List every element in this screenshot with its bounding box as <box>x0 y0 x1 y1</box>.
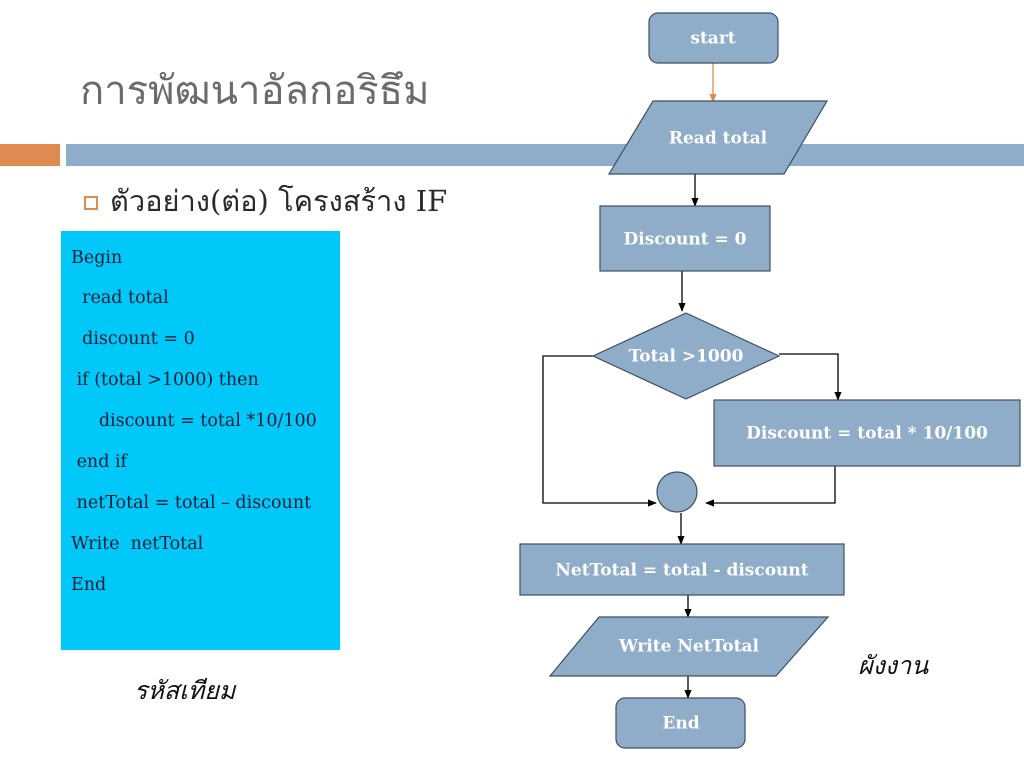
discount-calc-label: Discount = total * 10/100 <box>746 424 988 444</box>
discount-init-process <box>599 205 771 272</box>
end-label: End <box>662 714 699 734</box>
pseudocode-line: Begin <box>71 248 123 268</box>
net-total-process <box>519 543 845 596</box>
pseudocode-caption: รหัสเทียม <box>134 676 236 705</box>
write-nettotal-label: Write NetTotal <box>618 637 759 657</box>
accent-bar <box>0 144 60 166</box>
read-total-io <box>607 100 829 175</box>
decision-diamond <box>591 312 781 400</box>
start-terminator <box>648 12 779 64</box>
pseudocode-line: End <box>71 575 107 595</box>
end-terminator <box>615 697 746 749</box>
start-label: start <box>690 29 735 49</box>
pseudocode-line: end if <box>71 452 128 472</box>
edge-decision-true-branch <box>779 353 842 401</box>
pseudocode-line: Write netTotal <box>71 534 204 554</box>
pseudocode-line: discount = 0 <box>71 329 195 349</box>
net-total-label: NetTotal = total - discount <box>555 561 808 581</box>
pseudocode-line: discount = total *10/100 <box>71 411 317 431</box>
edge-discount-calc-to-connector <box>705 466 836 507</box>
pseudocode-line: read total <box>71 288 169 308</box>
pseudocode-line: netTotal = total – discount <box>71 493 312 513</box>
discount-calc-process <box>713 399 1021 467</box>
pseudocode-line: if (total >1000) then <box>71 370 259 390</box>
write-nettotal-io <box>548 616 830 677</box>
flowchart-caption: ผังงาน <box>858 651 929 680</box>
decision-label: Total >1000 <box>629 347 744 367</box>
bullet-text: ตัวอย่าง(ต่อ) โครงสร้าง IF <box>110 184 448 218</box>
connector-circle <box>656 471 698 513</box>
bullet-item: ตัวอย่าง(ต่อ) โครงสร้าง IF <box>84 178 447 224</box>
bullet-square-icon <box>84 196 98 210</box>
edge-decision-false-branch <box>542 355 657 507</box>
discount-init-label: Discount = 0 <box>624 230 747 250</box>
read-total-label: Read total <box>669 129 768 149</box>
pseudocode-panel: Begin read total discount = 0 if (total … <box>61 231 340 650</box>
slide-title: การพัฒนาอัลกอริธึม <box>80 68 430 114</box>
